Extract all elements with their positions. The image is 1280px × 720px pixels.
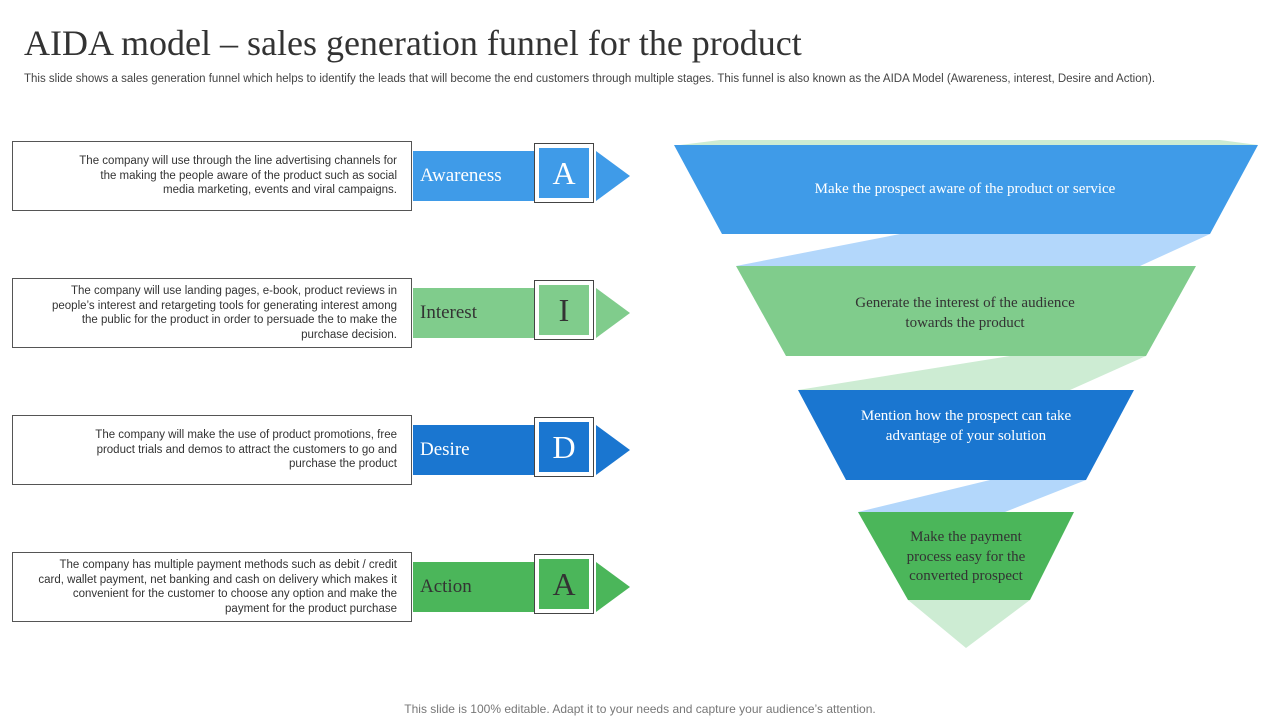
funnel-band-desire	[798, 390, 1134, 480]
funnel-text-interest: Generate the interest of the audience to…	[855, 295, 1075, 331]
stage-letter-box: A	[534, 143, 594, 203]
funnel-band-awareness	[674, 145, 1258, 234]
stage-letter: A	[539, 559, 589, 609]
stage-letter: D	[539, 422, 589, 472]
stage-description: The company will use through the line ad…	[79, 155, 397, 197]
funnel-ribbon-tail	[908, 600, 1030, 648]
stage-row-desire: The company will make the use of product…	[0, 411, 640, 491]
stage-label: Desire	[420, 439, 470, 460]
funnel-text-action: Make the payment process easy for the co…	[906, 529, 1026, 584]
stage-description: The company will use landing pages, e-bo…	[51, 285, 397, 341]
stage-band: Action	[413, 562, 538, 612]
page-title: AIDA model – sales generation funnel for…	[24, 23, 802, 63]
stage-row-interest: The company will use landing pages, e-bo…	[0, 274, 640, 354]
stage-band: Interest	[413, 288, 538, 338]
aida-funnel	[674, 140, 1258, 648]
stage-label: Interest	[420, 302, 477, 323]
stage-description-box: The company has multiple payment methods…	[12, 552, 412, 622]
funnel-ribbon-top	[680, 140, 1258, 145]
stage-band: Desire	[413, 425, 538, 475]
stage-arrow-tip	[596, 425, 630, 475]
stage-arrow-tip	[596, 151, 630, 201]
stage-arrow-tip	[596, 562, 630, 612]
funnel-text-desire: Mention how the prospect can take advant…	[860, 408, 1072, 444]
stage-letter-box: D	[534, 417, 594, 477]
stage-description: The company will make the use of product…	[95, 429, 397, 471]
stage-arrow-tip	[596, 288, 630, 338]
stage-letter: A	[539, 148, 589, 198]
funnel-band-action	[858, 512, 1074, 600]
funnel-ribbon-3	[858, 480, 1086, 512]
stage-band: Awareness	[413, 151, 538, 201]
funnel-ribbon-1	[736, 234, 1210, 266]
stage-description-box: The company will use landing pages, e-bo…	[12, 278, 412, 348]
funnel-band-interest	[736, 266, 1196, 356]
stage-row-action: The company has multiple payment methods…	[0, 548, 640, 628]
footer-note: This slide is 100% editable. Adapt it to…	[404, 702, 876, 716]
stage-label: Awareness	[420, 165, 502, 186]
stage-letter-box: A	[534, 554, 594, 614]
funnel-text-awareness: Make the prospect aware of the product o…	[814, 181, 1116, 197]
funnel-ribbon-2	[798, 356, 1146, 390]
stage-letter: I	[539, 285, 589, 335]
stage-row-awareness: The company will use through the line ad…	[0, 137, 640, 217]
stage-description: The company has multiple payment methods…	[38, 559, 397, 615]
stage-description-box: The company will use through the line ad…	[12, 141, 412, 211]
stage-label: Action	[420, 576, 472, 597]
stage-letter-box: I	[534, 280, 594, 340]
page-subtitle: This slide shows a sales generation funn…	[24, 73, 1156, 85]
stage-description-box: The company will make the use of product…	[12, 415, 412, 485]
